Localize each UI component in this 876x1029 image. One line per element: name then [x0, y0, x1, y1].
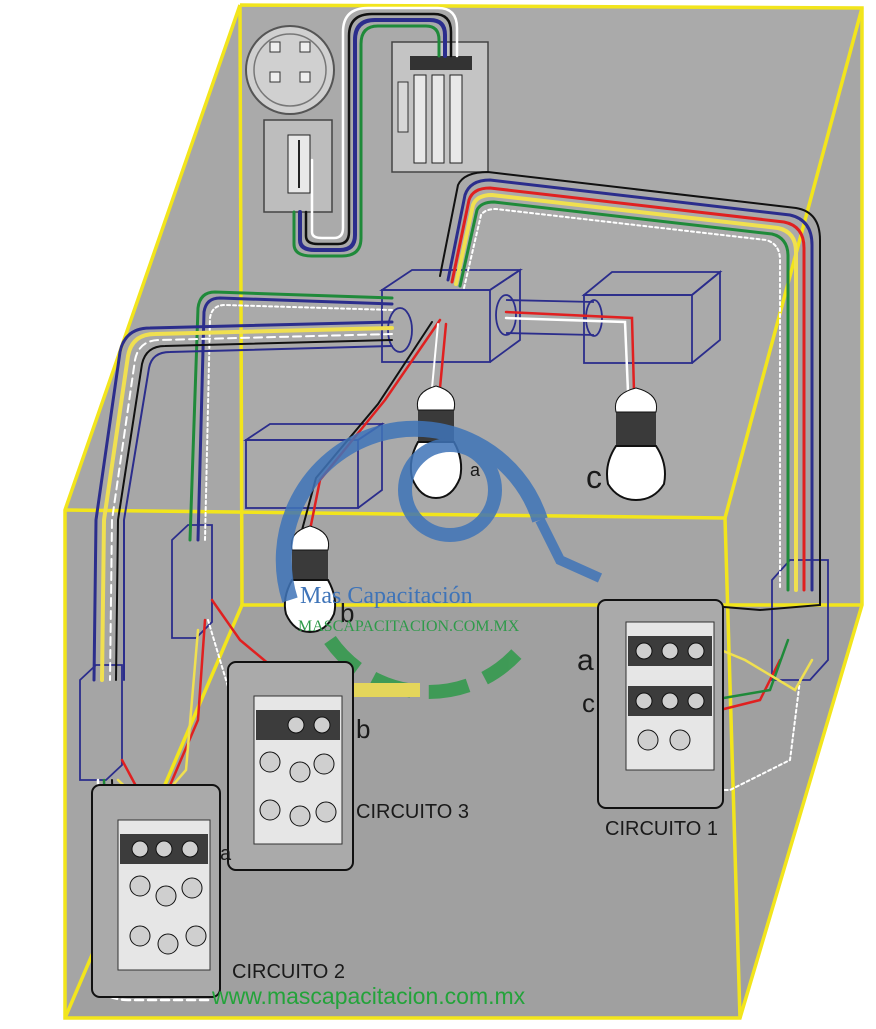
label-circuit-1: CIRCUITO 1: [605, 818, 718, 840]
label-switch-a-c-top: a: [577, 644, 594, 677]
switch-plate-circuit-2: [91, 784, 221, 998]
bulb-c: [606, 387, 666, 502]
right-top-edge: [723, 7, 864, 519]
feeder-wires: [292, 6, 459, 258]
front-top-edge: [64, 508, 726, 520]
meter-icon: [245, 25, 335, 213]
label-circuit-2: CIRCUITO 2: [232, 961, 345, 983]
footer-url: www.mascapacitacion.com.mx: [211, 983, 526, 1009]
watermark-url: MASCAPACITACION.COM.MX: [298, 618, 520, 635]
watermark-title: Mas Capacitación: [300, 583, 473, 609]
bulb-b: [283, 525, 337, 634]
switch-plate-circuit-3: [227, 661, 354, 871]
junction-box-c: [505, 270, 723, 364]
switch-plate-icon: [91, 599, 724, 998]
junction-box-icon: [379, 268, 523, 363]
label-bulb-c: c: [586, 459, 602, 495]
label-bulb-b: b: [340, 598, 354, 628]
bulb-feed-wires: [301, 310, 636, 532]
diagram-labels: a b c a c b a CIRCUITO 1 CIRCUITO 2 CIRC…: [220, 459, 718, 983]
switch-plate-circuit-1: [597, 599, 724, 809]
front-right-edge: [723, 517, 742, 1019]
label-switch-b: b: [356, 714, 370, 744]
right-wall: [725, 8, 862, 605]
label-circuit-3: CIRCUITO 3: [356, 801, 469, 823]
label-bulb-a: a: [470, 460, 481, 480]
label-switch-a-c-bottom: c: [582, 688, 595, 718]
breaker-panel-icon: [391, 41, 489, 173]
room-edges: [63, 3, 864, 1020]
conduit-bundles: [92, 171, 821, 682]
logo-icon: [275, 420, 603, 699]
wall-switch-boxes: [79, 524, 829, 781]
label-switch-a: a: [220, 843, 232, 865]
